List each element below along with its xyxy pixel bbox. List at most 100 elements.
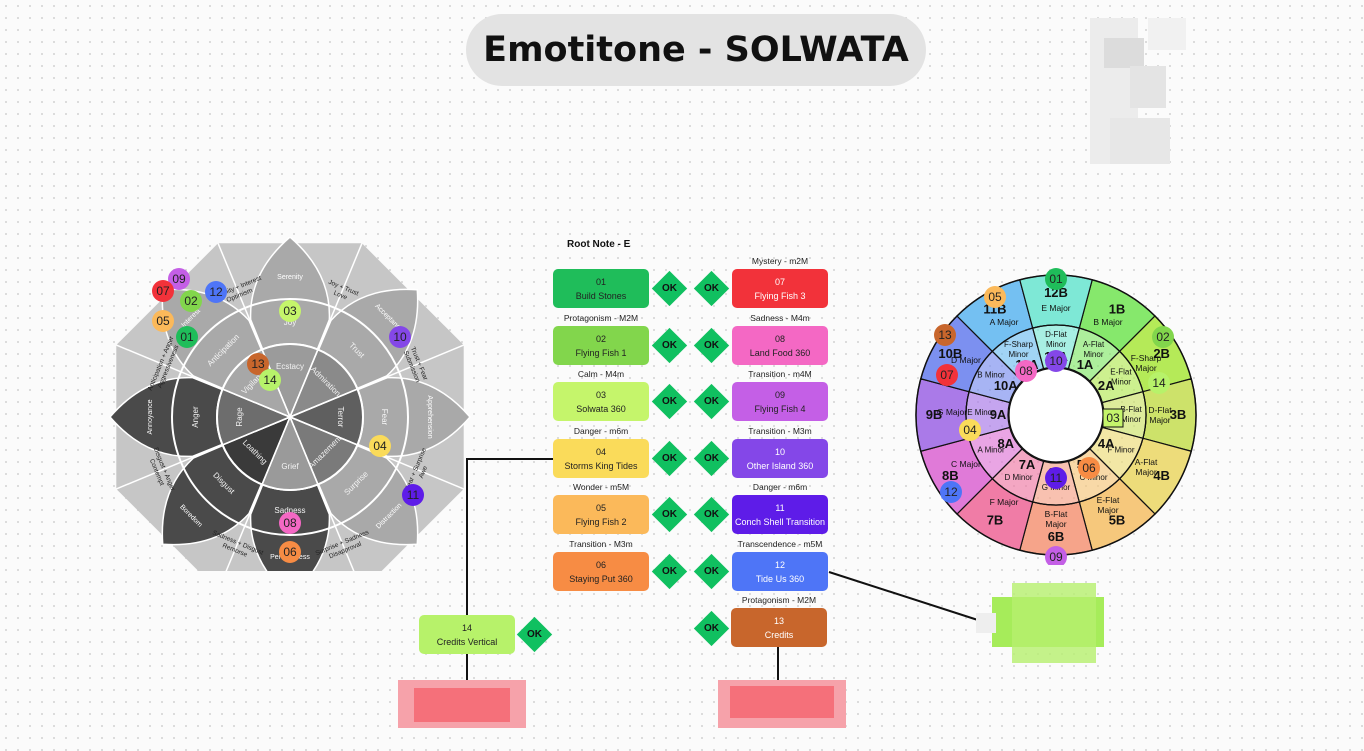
ok-badge-12[interactable]: OK [693, 553, 729, 589]
ok-label: OK [703, 565, 719, 577]
ok-badge-04[interactable]: OK [651, 440, 687, 476]
camelot-code: 2A [1098, 378, 1115, 393]
ok-badge-11[interactable]: OK [693, 496, 729, 532]
blurred-image-top-right [1090, 18, 1186, 164]
svg-text:09: 09 [172, 272, 186, 286]
track-number: 11 [775, 502, 785, 513]
ok-label: OK [703, 282, 719, 294]
inner-emotion-label: Ecstacy [276, 362, 304, 371]
blurred-image-red-right [718, 680, 846, 728]
ok-badge-13[interactable]: OK [693, 610, 729, 646]
ok-badge-06[interactable]: OK [651, 553, 687, 589]
camelot-marker-07: 07 [936, 364, 958, 386]
svg-text:01: 01 [1049, 272, 1063, 286]
camelot-marker-03: 03 [1102, 408, 1124, 428]
svg-text:14: 14 [263, 373, 277, 387]
ok-badge-01[interactable]: OK [651, 270, 687, 306]
track-name: Solwata 360 [576, 403, 626, 414]
svg-text:06: 06 [1082, 461, 1096, 475]
svg-text:03: 03 [283, 304, 297, 318]
svg-text:11: 11 [407, 488, 420, 502]
camelot-code: 9A [990, 407, 1007, 422]
track-name: Flying Fish 1 [575, 347, 627, 358]
camelot-key: A Major [990, 317, 1019, 327]
ok-badge-14[interactable]: OK [516, 616, 552, 652]
camelot-key: D Minor [1004, 473, 1032, 482]
camelot-key: C Major [951, 459, 981, 469]
track-marker-07: 07 [152, 280, 174, 302]
camelot-code: 8B [942, 468, 959, 483]
ok-badge-07[interactable]: OK [693, 270, 729, 306]
ok-label: OK [661, 565, 677, 577]
mood-label-11: Danger - m6m [752, 482, 808, 492]
ok-badge-03[interactable]: OK [651, 383, 687, 419]
camelot-key: E Minor [967, 408, 995, 417]
camelot-key: E Major [1041, 303, 1070, 313]
svg-text:04: 04 [963, 423, 977, 437]
page-title: Emotitone - SOLWATA [466, 14, 926, 86]
track-marker-02: 02 [180, 290, 202, 312]
mood-label-13: Protagonism - M2M [741, 595, 817, 605]
camelot-code: 10A [994, 378, 1018, 393]
ok-badge-10[interactable]: OK [693, 440, 729, 476]
camelot-marker-12: 12 [940, 481, 962, 503]
svg-text:07: 07 [940, 368, 954, 382]
connector-12-to-camelot [828, 571, 985, 623]
outer-emotion-label: Apprehension [426, 395, 433, 438]
camelot-marker-11: 11 [1045, 467, 1067, 489]
svg-text:09: 09 [1049, 550, 1063, 564]
svg-text:02: 02 [184, 294, 198, 308]
svg-text:11: 11 [1050, 471, 1063, 485]
ok-badge-09[interactable]: OK [693, 383, 729, 419]
outer-emotion-label: Annoyance [147, 399, 154, 434]
outer-emotion-label: Serenity [277, 274, 303, 281]
track-marker-09: 09 [168, 268, 190, 290]
camelot-marker-14: 14 [1148, 372, 1170, 394]
ok-label: OK [703, 508, 719, 520]
mood-label-05: Wonder - m5M [572, 482, 630, 492]
camelot-marker-13: 13 [934, 324, 956, 346]
svg-text:05: 05 [988, 290, 1002, 304]
track-number: 12 [774, 559, 785, 570]
svg-text:14: 14 [1152, 376, 1166, 390]
petal-anger [109, 376, 293, 458]
mood-label-06: Transition - M3m [569, 539, 633, 549]
track-number: 13 [773, 615, 784, 626]
blurred-image-green [976, 583, 1104, 663]
camelot-marker-05: 05 [984, 286, 1006, 308]
track-name: Credits [764, 629, 794, 640]
svg-text:01: 01 [180, 330, 194, 344]
mood-label-07: Mystery - m2M [751, 256, 809, 266]
ok-label: OK [526, 628, 542, 640]
svg-text:10: 10 [393, 330, 407, 344]
ok-label: OK [661, 282, 677, 294]
root-note-label: Root Note - E [567, 239, 631, 250]
ok-badge-02[interactable]: OK [651, 327, 687, 363]
track-name: Conch Shell Transition [734, 516, 826, 527]
track-name: Credits Vertical [436, 636, 498, 647]
track-name: Other Island 360 [746, 460, 814, 471]
ok-label: OK [661, 452, 677, 464]
ok-badge-05[interactable]: OK [651, 496, 687, 532]
svg-text:10: 10 [1049, 354, 1063, 368]
ok-badge-08[interactable]: OK [693, 327, 729, 363]
